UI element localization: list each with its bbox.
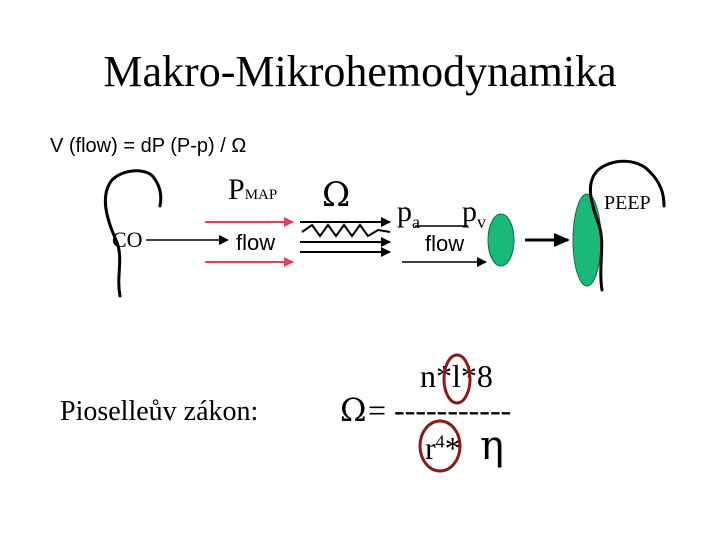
denominator-r: r <box>425 430 436 466</box>
flow-formula: V (flow) = dP (P-p) / Ω <box>50 135 247 157</box>
poiseuille-law-label: Pioselleův zákon: <box>60 396 259 427</box>
co-label: CO <box>112 227 143 252</box>
law-numerator: n*l*8 <box>420 358 493 394</box>
green-ellipse-small <box>487 213 515 267</box>
resistance-omega-symbol: Ω <box>322 175 351 215</box>
pa-sub: a <box>412 212 420 232</box>
circle-l <box>442 353 472 405</box>
pa-main: p <box>397 195 412 228</box>
pmap-main: P <box>228 173 245 206</box>
resistance-arrows <box>300 217 391 257</box>
lung-outline <box>589 159 666 292</box>
pv-sub: v <box>477 212 486 232</box>
flow-label-right: flow <box>425 231 465 256</box>
denominator-exponent: 4 <box>435 431 445 452</box>
law-omega-symbol: Ω <box>340 391 367 429</box>
pv-main: p <box>462 195 477 228</box>
circle-r4 <box>418 419 462 473</box>
pv-label: pv <box>462 195 486 232</box>
viscosity-eta-symbol: η <box>480 423 504 469</box>
law-denominator: r4* <box>425 432 461 464</box>
pmap-label: PMAP <box>228 175 277 205</box>
flow-label-left: flow <box>236 230 276 255</box>
slide-title: Makro-Mikrohemodynamika <box>103 47 617 96</box>
peep-label: PEEP <box>604 192 651 214</box>
denominator-star: * <box>444 430 461 466</box>
green-ellipse-large <box>572 193 602 287</box>
pmap-sub: MAP <box>244 187 278 203</box>
heart-outline <box>103 169 163 298</box>
pa-label: pa <box>397 195 420 232</box>
